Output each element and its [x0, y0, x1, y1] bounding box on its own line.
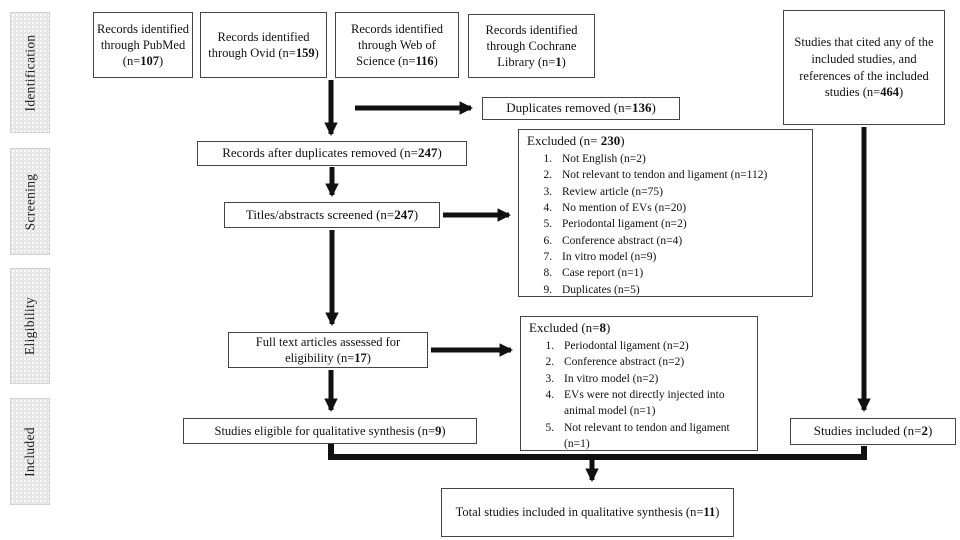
stage-label-text: Screening — [22, 173, 37, 230]
stage-label-eligibility: Eligibility — [10, 268, 50, 384]
box-label: ) — [437, 145, 442, 161]
box-records-ovid: Records identified through Ovid (n=159) — [200, 12, 327, 78]
box-excluded-screening: Excluded (n= 230) Not English (n=2)Not r… — [518, 129, 813, 297]
excluded-title: Excluded (n= 230) — [527, 133, 806, 150]
box-count: 9 — [435, 423, 442, 438]
excluded-reason-item: Case report (n=1) — [555, 265, 806, 281]
box-count: 11 — [703, 505, 716, 520]
box-label: Records identified through Cochrane Libr… — [485, 22, 578, 70]
box-label: ) — [314, 46, 319, 60]
excluded-reason-item: Review article (n=75) — [555, 184, 806, 200]
box-records-web-of-science: Records identified through Web of Scienc… — [335, 12, 459, 78]
box-count: 2 — [921, 423, 928, 439]
box-label: Records identified through Ovid (n= — [208, 29, 310, 60]
stage-label-identification: Identification — [10, 12, 50, 133]
excluded-title: Excluded (n=8) — [529, 320, 751, 337]
box-count: 116 — [415, 54, 434, 69]
excluded-reasons-list: Not English (n=2)Not relevant to tendon … — [527, 151, 806, 298]
excluded-reason-item: Conference abstract (n=4) — [555, 233, 806, 249]
excluded-reason-item: In vitro model (n=2) — [557, 371, 751, 387]
excluded-title-text: ) — [606, 320, 611, 335]
excluded-reason-item: Periodontal ligament (n=2) — [557, 338, 751, 354]
stage-label-screening: Screening — [10, 148, 50, 255]
box-count: 17 — [354, 351, 367, 365]
box-label: ) — [159, 54, 164, 69]
excluded-reason-item: Not English (n=2) — [555, 151, 806, 167]
box-excluded-eligibility: Excluded (n=8) Periodontal ligament (n=2… — [520, 316, 758, 451]
box-label: ) — [651, 100, 656, 116]
box-label: ) — [366, 351, 371, 365]
box-label: ) — [927, 423, 933, 439]
box-studies-included: Studies included (n=2) — [790, 418, 956, 445]
box-records-pubmed: Records identified through PubMed (n=107… — [93, 12, 193, 78]
box-count: 464 — [880, 85, 899, 100]
box-label: Records identified through PubMed (n= — [97, 21, 189, 69]
box-records-after-duplicates: Records after duplicates removed (n=247) — [197, 141, 467, 166]
excluded-reason-item: EVs were not directly injected into anim… — [557, 387, 751, 420]
excluded-reason-item: No mention of EVs (n=20) — [555, 200, 806, 216]
excluded-reason-item: Not relevant to tendon and ligament (n=1… — [555, 167, 806, 183]
box-label: Studies included (n= — [813, 423, 922, 439]
excluded-reason-item: Conference abstract (n=2) — [557, 354, 751, 370]
box-label: ) — [413, 206, 419, 222]
box-label: Records after duplicates removed (n= — [222, 145, 418, 161]
box-label: Records identified through Web of Scienc… — [351, 21, 443, 69]
box-titles-abstracts-screened: Titles/abstracts screened (n=247) — [224, 202, 440, 228]
box-label: Full text articles assessed for eligibil… — [255, 334, 401, 365]
box-count: 136 — [631, 100, 652, 116]
box-count: 247 — [394, 206, 414, 222]
stage-label-text: Included — [22, 426, 38, 477]
box-count: 107 — [140, 54, 160, 69]
box-duplicates-removed: Duplicates removed (n=136) — [482, 97, 680, 120]
box-cited-studies: Studies that cited any of the included s… — [783, 10, 945, 125]
stage-label-text: Eligibility — [22, 296, 37, 356]
excluded-reason-item: Not relevant to tendon and ligament (n=1… — [557, 420, 751, 453]
excluded-title-text: ) — [620, 133, 625, 148]
box-count: 247 — [417, 145, 438, 161]
excluded-reason-item: In vitro model (n=9) — [555, 249, 806, 265]
excluded-reason-item: Duplicates (n=5) — [555, 282, 806, 298]
box-count: 1 — [555, 55, 562, 70]
excluded-title-text: Excluded (n= — [529, 320, 600, 335]
box-label: ) — [561, 55, 566, 70]
box-records-cochrane: Records identified through Cochrane Libr… — [468, 14, 595, 78]
box-label: Total studies included in qualitative sy… — [455, 505, 704, 520]
box-label: Studies that cited any of the included s… — [794, 35, 934, 100]
box-label: Titles/abstracts screened (n= — [245, 206, 395, 222]
connector-merge-elbow — [328, 444, 867, 460]
box-label: Duplicates removed (n= — [506, 100, 632, 116]
box-label: ) — [433, 54, 438, 69]
excluded-reason-item: Periodontal ligament (n=2) — [555, 216, 806, 232]
box-label: ) — [715, 505, 720, 520]
box-studies-eligible: Studies eligible for qualitative synthes… — [183, 418, 477, 444]
excluded-count: 230 — [600, 133, 621, 148]
box-count: 159 — [295, 46, 315, 60]
excluded-reasons-list: Periodontal ligament (n=2)Conference abs… — [529, 338, 751, 452]
excluded-title-text: Excluded (n= — [527, 133, 601, 148]
stage-label-included: Included — [10, 398, 50, 505]
box-label: ) — [441, 423, 446, 438]
stage-label-text: Identification — [22, 34, 38, 111]
box-fulltext-assessed: Full text articles assessed for eligibil… — [228, 332, 428, 368]
excluded-count: 8 — [599, 320, 607, 335]
box-total-included: Total studies included in qualitative sy… — [441, 488, 734, 537]
box-label: ) — [898, 85, 904, 100]
box-label: Studies eligible for qualitative synthes… — [214, 423, 436, 438]
